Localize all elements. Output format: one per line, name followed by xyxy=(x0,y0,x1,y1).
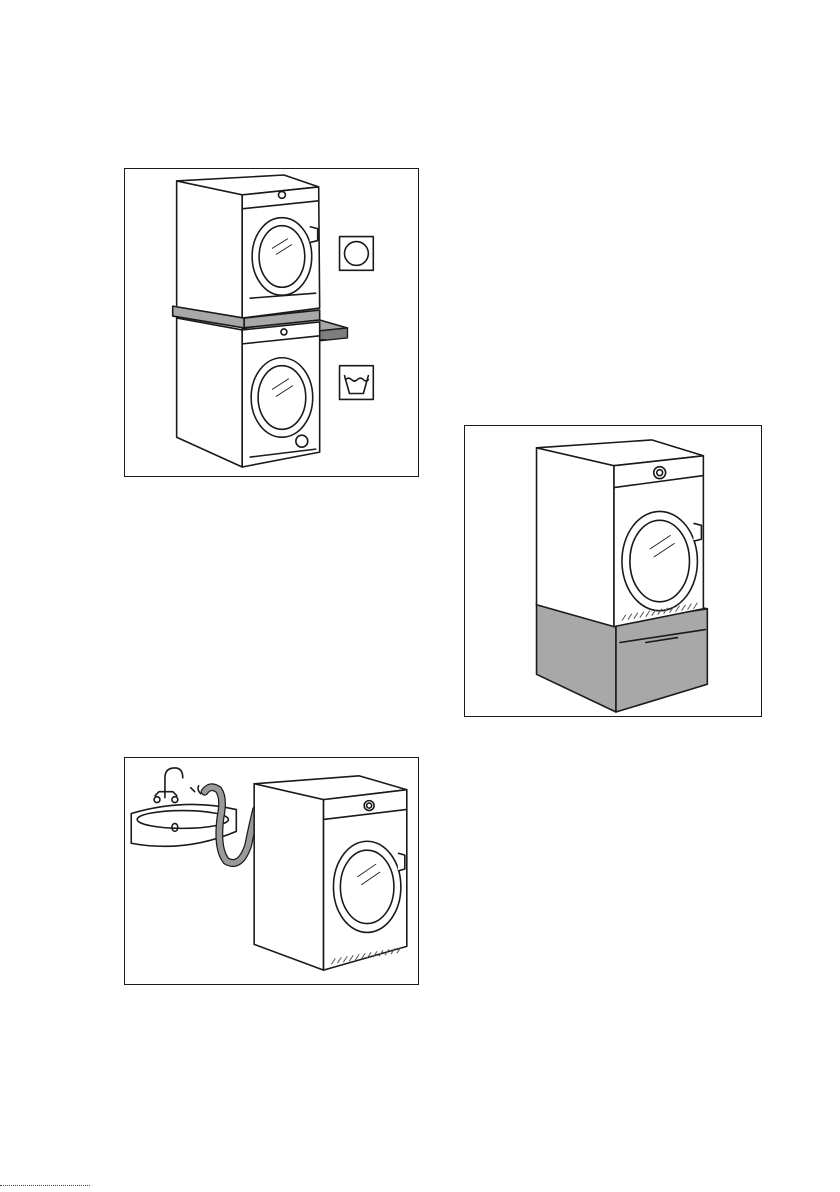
figure-stacking-kit xyxy=(124,168,419,477)
tumble-dryer-symbol-icon xyxy=(340,237,374,271)
page-footer-mark xyxy=(0,1185,90,1192)
dryer-appliance xyxy=(177,175,320,318)
washing-machine-symbol-icon xyxy=(340,366,374,400)
stacking-kit-illustration xyxy=(125,169,418,476)
figure-pedestal xyxy=(464,425,762,717)
pedestal-illustration xyxy=(465,426,761,716)
dryer-appliance xyxy=(254,776,407,970)
figure-sink-drain-hose xyxy=(124,757,419,985)
washing-machine-appliance xyxy=(177,318,320,467)
faucet-icon xyxy=(154,768,183,803)
dryer-appliance xyxy=(537,440,704,627)
sink-drain-illustration xyxy=(125,758,418,984)
